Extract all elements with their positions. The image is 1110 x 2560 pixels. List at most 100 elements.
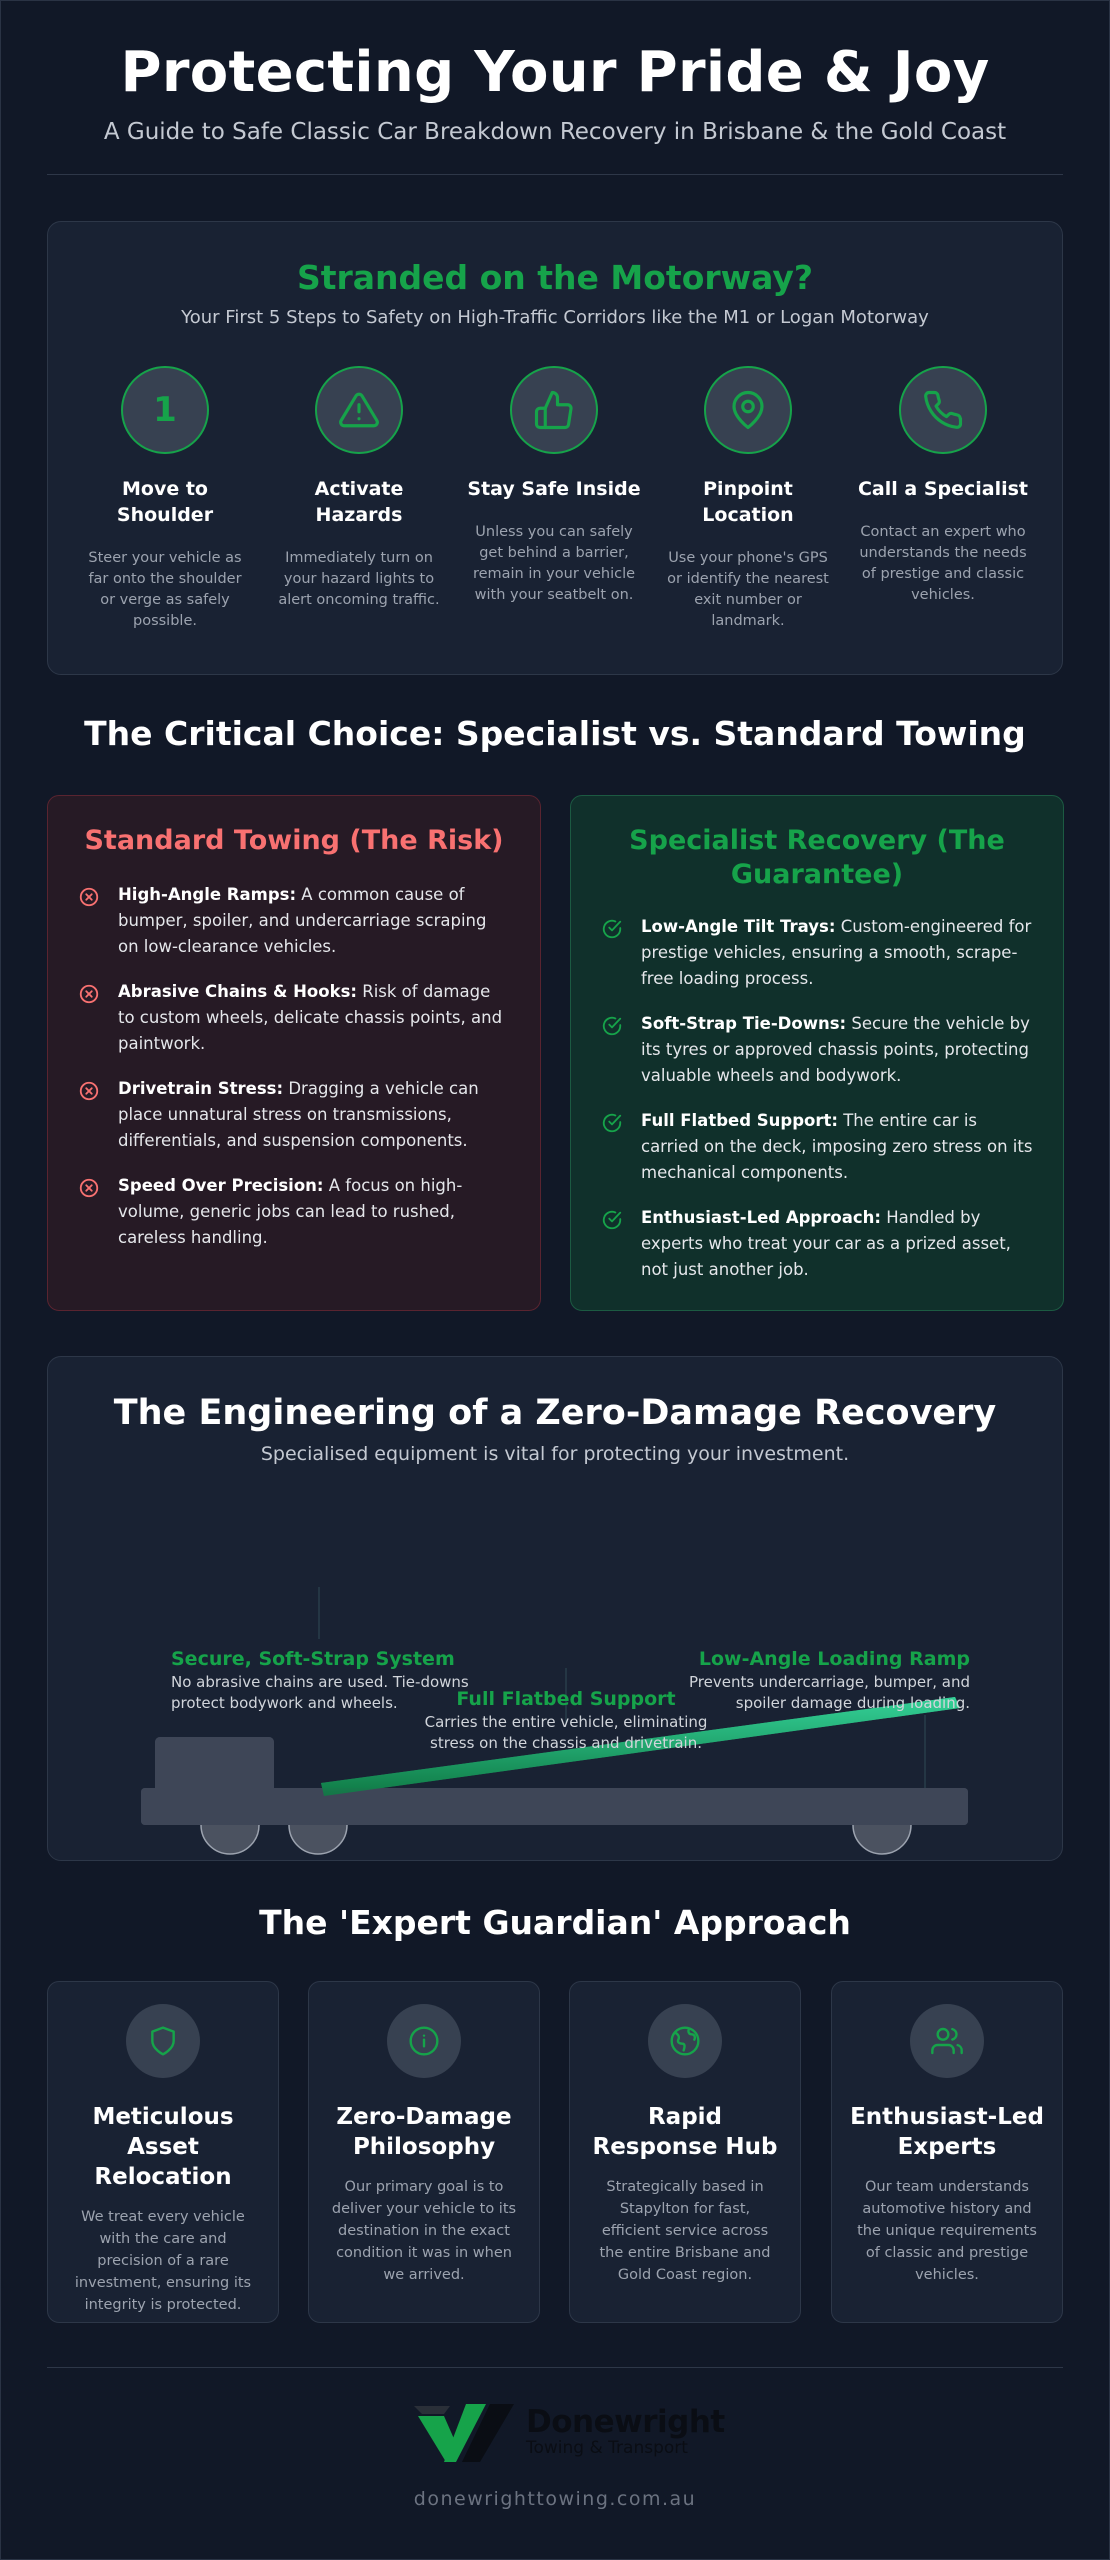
guarantee-item-label: Low-Angle Tilt Trays: xyxy=(641,917,836,936)
guardian-card-desc: Strategically based in Stapylton for fas… xyxy=(599,2179,771,2283)
shield-icon xyxy=(126,2004,200,2078)
guardian-title: The 'Expert Guardian' Approach xyxy=(259,1903,851,1942)
guarantee-item-text: Secure the vehicle by its tyres or appro… xyxy=(641,1014,1030,1085)
footer-divider xyxy=(47,2367,1063,2368)
thumbs-up-icon xyxy=(510,366,598,454)
donewright-logo: Donewright Towing & Transport xyxy=(414,2400,725,2466)
step-number: 1 xyxy=(153,390,177,430)
risk-item: Abrasive Chains & Hooks: Risk of damage … xyxy=(78,979,510,1057)
truck-deck-overlay xyxy=(141,1788,968,1825)
page-title: Protecting Your Pride & Joy xyxy=(120,40,990,105)
brand-tagline: Towing & Transport xyxy=(526,2438,688,2458)
step-desc: Immediately turn on your hazard lights t… xyxy=(278,550,440,608)
number-1-icon: 1 xyxy=(121,366,209,454)
guarantee-item-label: Full Flatbed Support: xyxy=(641,1111,838,1130)
stranded-subtitle: Your First 5 Steps to Safety on High-Tra… xyxy=(181,307,929,328)
guarantee-item: Soft-Strap Tie-Downs: Secure the vehicle… xyxy=(601,1011,1033,1089)
label-desc: No abrasive chains are used. Tie-downs p… xyxy=(171,1673,469,1712)
tilt-tray-truck-diagram xyxy=(141,1587,968,1855)
info-icon xyxy=(387,2004,461,2078)
step-call-specialist: Call a Specialist Contact an expert who … xyxy=(853,366,1033,606)
risk-item-text: A focus on high-volume, generic jobs can… xyxy=(118,1176,463,1247)
guardian-card-desc: Our primary goal is to deliver your vehi… xyxy=(331,2179,517,2283)
step-title: Activate Hazards xyxy=(314,478,404,526)
standard-towing-title: Standard Towing (The Risk) xyxy=(84,825,504,856)
check-circle-icon xyxy=(602,1113,622,1133)
step-desc: Unless you can safely get behind a barri… xyxy=(472,524,636,603)
risk-item-text: Risk of damage to custom wheels, delicat… xyxy=(118,982,503,1053)
label-title: Low-Angle Loading Ramp xyxy=(698,1648,970,1670)
risk-item: Speed Over Precision: A focus on high-vo… xyxy=(78,1173,510,1251)
risk-item-label: Drivetrain Stress: xyxy=(118,1079,284,1098)
risk-item-text: Dragging a vehicle can place unnatural s… xyxy=(118,1079,479,1150)
step-move-to-shoulder: 1 Move to Shoulder Steer your vehicle as… xyxy=(75,366,255,632)
risk-list: High-Angle Ramps: A common cause of bump… xyxy=(78,882,510,1270)
guardian-card-title: Rapid Response Hub xyxy=(592,2104,778,2160)
check-circle-icon xyxy=(602,1210,622,1230)
risk-item-text: A common cause of bumper, spoiler, and u… xyxy=(118,885,487,956)
step-desc: Steer your vehicle as far onto the shoul… xyxy=(88,550,242,629)
guarantee-item-text: Custom-engineered for prestige vehicles,… xyxy=(641,917,1032,988)
specialist-recovery-title: Specialist Recovery (The Guarantee) xyxy=(629,825,1005,890)
x-circle-icon xyxy=(79,887,99,907)
guarantee-item: Enthusiast-Led Approach: Handled by expe… xyxy=(601,1205,1033,1283)
standard-towing-panel: Standard Towing (The Risk) High-Angle Ra… xyxy=(47,795,541,1311)
check-circle-icon xyxy=(602,919,622,939)
logo-mark-icon xyxy=(414,2404,514,2462)
warning-triangle-icon xyxy=(315,366,403,454)
engineering-subtitle: Specialised equipment is vital for prote… xyxy=(260,1443,850,1465)
step-title: Call a Specialist xyxy=(857,478,1029,500)
brand-wordmark: Donewright Towing & Transport xyxy=(526,2404,725,2458)
guardian-card-asset-relocation: Meticulous Asset Relocation We treat eve… xyxy=(47,1981,279,2323)
step-pinpoint-location: Pinpoint Location Use your phone's GPS o… xyxy=(658,366,838,632)
guarantee-item: Full Flatbed Support: The entire car is … xyxy=(601,1108,1033,1186)
guarantee-item-text: The entire car is carried on the deck, i… xyxy=(641,1111,1033,1182)
users-icon xyxy=(910,2004,984,2078)
page-header: Protecting Your Pride & Joy A Guide to S… xyxy=(47,40,1063,145)
specialist-recovery-panel: Specialist Recovery (The Guarantee) Low-… xyxy=(570,795,1064,1311)
guarantee-item-label: Soft-Strap Tie-Downs: xyxy=(641,1014,847,1033)
risk-item-label: High-Angle Ramps: xyxy=(118,885,297,904)
stranded-title: Stranded on the Motorway? xyxy=(296,258,814,297)
header-divider xyxy=(47,174,1063,175)
loading-ramp-overlay xyxy=(321,1697,960,1796)
guardian-card-desc: Our team understands automotive history … xyxy=(857,2179,1037,2283)
globe-icon xyxy=(648,2004,722,2078)
check-circle-icon xyxy=(602,1016,622,1036)
step-stay-safe-inside: Stay Safe Inside Unless you can safely g… xyxy=(464,366,644,606)
step-desc: Use your phone's GPS or identify the nea… xyxy=(667,550,829,629)
guarantee-item-text: Handled by experts who treat your car as… xyxy=(641,1208,1011,1279)
risk-item: Drivetrain Stress: Dragging a vehicle ca… xyxy=(78,1076,510,1154)
guardian-card-zero-damage: Zero-Damage Philosophy Our primary goal … xyxy=(308,1981,540,2323)
page-subtitle: A Guide to Safe Classic Car Breakdown Re… xyxy=(103,119,1007,145)
engineering-section: The Engineering of a Zero-Damage Recover… xyxy=(47,1356,1063,1861)
risk-item-label: Speed Over Precision: xyxy=(118,1176,324,1195)
guardian-card-enthusiast-experts: Enthusiast-Led Experts Our team understa… xyxy=(831,1981,1063,2323)
safety-steps: 1 Move to Shoulder Steer your vehicle as… xyxy=(48,366,1064,646)
phone-icon xyxy=(899,366,987,454)
guardian-card-title: Zero-Damage Philosophy xyxy=(336,2104,512,2160)
brand-name: Donewright xyxy=(526,2404,725,2440)
map-pin-icon xyxy=(704,366,792,454)
risk-item-label: Abrasive Chains & Hooks: xyxy=(118,982,357,1001)
label-title: Secure, Soft-Strap System xyxy=(171,1648,455,1670)
choice-title: The Critical Choice: Specialist vs. Stan… xyxy=(84,714,1026,753)
step-activate-hazards: Activate Hazards Immediately turn on you… xyxy=(269,366,449,611)
x-circle-icon xyxy=(79,1178,99,1198)
label-title: Full Flatbed Support xyxy=(456,1688,676,1710)
x-circle-icon xyxy=(79,984,99,1004)
step-title: Pinpoint Location xyxy=(702,478,794,526)
label-desc: Prevents undercarriage, bumper, and spoi… xyxy=(689,1673,970,1712)
step-desc: Contact an expert who understands the ne… xyxy=(859,524,1027,603)
label-desc: Carries the entire vehicle, eliminating … xyxy=(424,1713,708,1752)
risk-item: High-Angle Ramps: A common cause of bump… xyxy=(78,882,510,960)
guardian-card-desc: We treat every vehicle with the care and… xyxy=(74,2209,252,2313)
engineering-title: The Engineering of a Zero-Damage Recover… xyxy=(113,1393,997,1433)
stranded-section: Stranded on the Motorway? Your First 5 S… xyxy=(47,221,1063,675)
step-title: Stay Safe Inside xyxy=(467,478,641,500)
truck-cab-overlay xyxy=(155,1737,274,1825)
x-circle-icon xyxy=(79,1081,99,1101)
website-url[interactable]: donewrighttowing.com.au xyxy=(413,2488,697,2510)
label-soft-strap: Secure, Soft-Strap System No abrasive ch… xyxy=(171,1647,501,1714)
step-title: Move to Shoulder xyxy=(116,478,214,526)
